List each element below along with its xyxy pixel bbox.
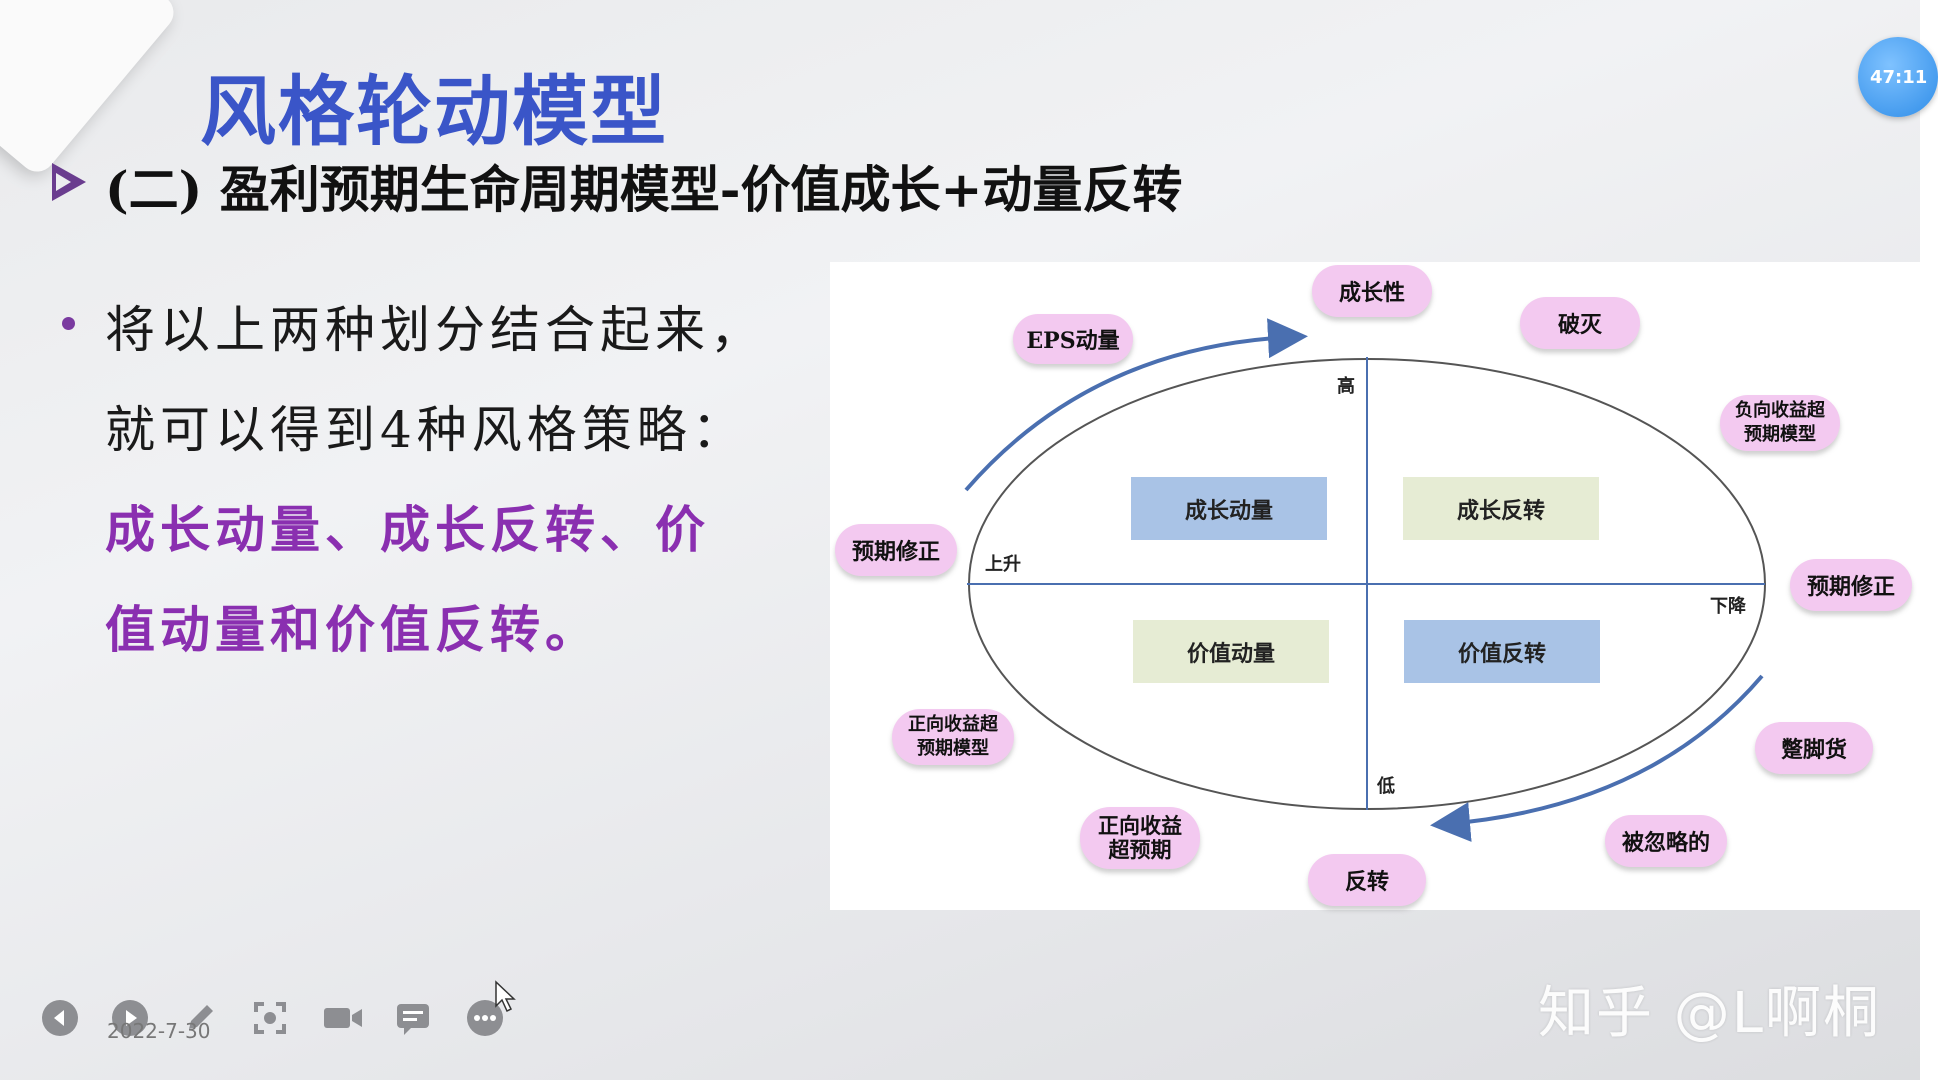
stage-negative-surprise-line-2: 预期模型 [1744, 424, 1816, 445]
screenshot-icon[interactable] [250, 998, 290, 1038]
highlight-line-2: 值动量和价值反转。 [105, 600, 600, 659]
camera-icon[interactable] [323, 998, 363, 1038]
stage-negative-surprise-line-1: 负向收益超 [1735, 400, 1825, 421]
lower-flow-arrow [1430, 674, 1764, 842]
stage-reversal: 反转 [1308, 854, 1426, 906]
prev-icon[interactable] [40, 998, 80, 1038]
axis-label-fall: 下降 [1710, 596, 1746, 617]
pen-icon[interactable] [180, 998, 220, 1038]
quadrant-growth-reversal: 成长反转 [1403, 477, 1599, 540]
axis-label-rise: 上升 [985, 554, 1021, 575]
quadrant-growth-momentum: 成长动量 [1131, 477, 1327, 540]
stage-positive-surprise-line-1: 正向收益 [1098, 813, 1182, 838]
stage-bust: 破灭 [1520, 297, 1640, 349]
lifecycle-diagram: 成长动量 成长反转 价值动量 价值反转 高 低 上升 下降 成长性 破灭 负向收… [830, 262, 1920, 910]
bullet-line-1: 将以上两种划分结合起来， [105, 301, 765, 359]
quadrant-value-momentum: 价值动量 [1133, 620, 1329, 683]
slide-subtitle: (二) 盈利预期生命周期模型-价值成长+动量反转 [105, 160, 1183, 219]
upper-flow-arrow [964, 318, 1308, 492]
watermark: 知乎 @L啊桐 [1538, 981, 1881, 1046]
mouse-cursor-icon [494, 980, 518, 1018]
play-icon[interactable] [110, 998, 150, 1038]
bullet-line-2: 就可以得到4种风格策略： [105, 401, 747, 459]
chat-icon[interactable] [393, 998, 433, 1038]
stage-positive-surprise-model-line-1: 正向收益超 [908, 714, 998, 735]
stage-eps-momentum: EPS动量 [1013, 314, 1133, 364]
diagram-lines [964, 318, 1766, 842]
stage-positive-surprise-line-2: 超预期 [1108, 837, 1172, 862]
highlight-line-1: 成长动量、成长反转、价 [105, 500, 710, 559]
stage-revision-left: 预期修正 [835, 524, 957, 576]
stage-ignored: 被忽略的 [1605, 815, 1727, 867]
stage-positive-surprise: 正向收益 超预期 [1080, 807, 1200, 869]
axis-label-low: 低 [1377, 776, 1395, 797]
recording-date: 2022-7-30 [107, 1019, 211, 1043]
stage-positive-surprise-model-line-2: 预期模型 [917, 738, 989, 759]
stage-negative-surprise: 负向收益超 预期模型 [1720, 395, 1840, 451]
subtitle-arrow-icon [52, 163, 86, 201]
stage-revision-right: 预期修正 [1790, 559, 1912, 611]
quadrant-value-reversal: 价值反转 [1404, 620, 1600, 683]
stage-positive-surprise-model: 正向收益超 预期模型 [892, 709, 1014, 765]
slide-title: 风格轮动模型 [200, 67, 668, 156]
bullet-dot-icon [62, 317, 75, 330]
session-timer: 47:11 [1858, 37, 1938, 117]
stage-growth: 成长性 [1312, 265, 1432, 317]
stage-junk: 蹩脚货 [1755, 722, 1873, 774]
more-icon[interactable] [465, 998, 505, 1038]
axis-label-high: 高 [1337, 376, 1355, 397]
